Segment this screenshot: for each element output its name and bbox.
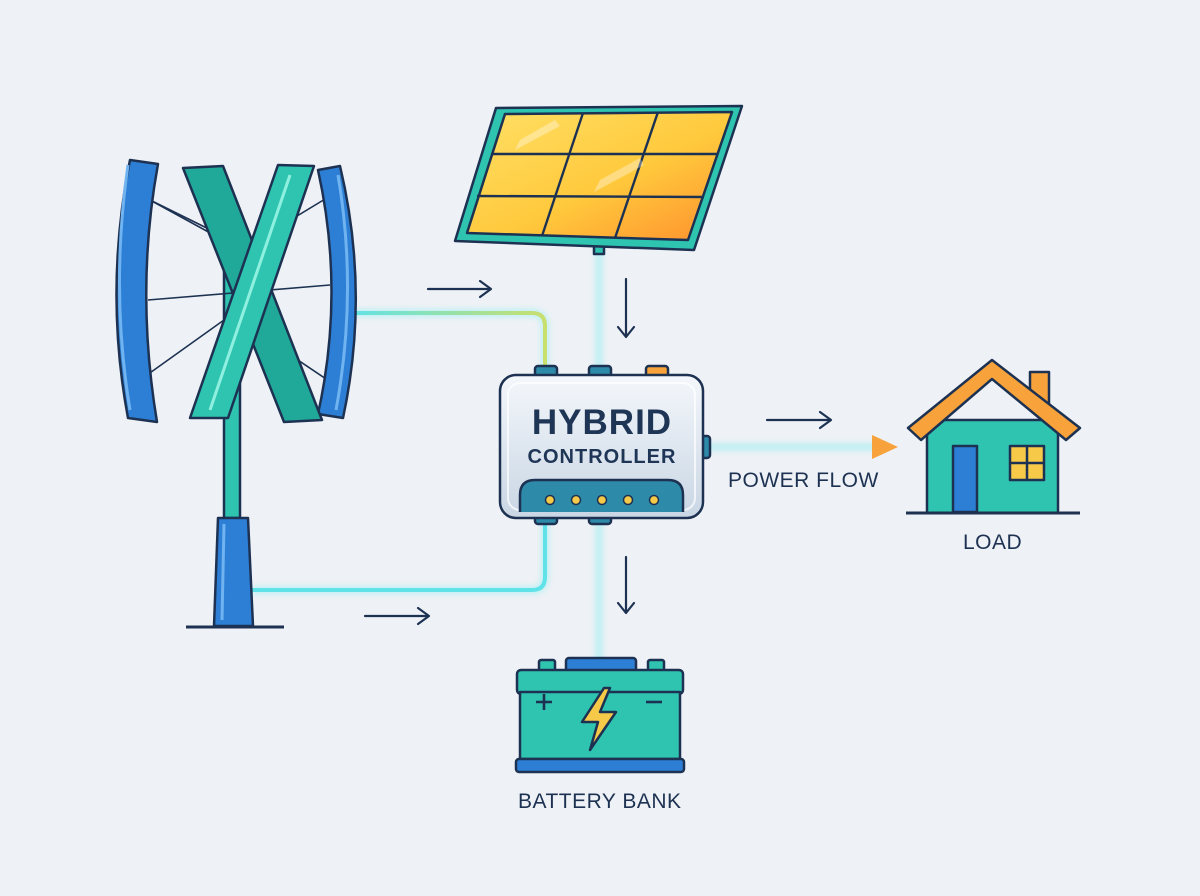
arrow-right-icon (765, 410, 833, 430)
solar-panel-icon (453, 104, 744, 256)
load-arrowhead (872, 435, 898, 459)
controller-subtitle: CONTROLLER (527, 446, 677, 468)
wind-turbine-icon (115, 158, 358, 629)
load-label: LOAD (963, 531, 1023, 554)
controller-icon (498, 364, 712, 526)
lightning-bolt-icon (580, 686, 618, 752)
arrow-down-icon (616, 555, 636, 615)
direction-arrows (363, 277, 833, 626)
wind-base-to-controller-line (252, 518, 547, 592)
wind-to-controller-line (348, 311, 547, 370)
controller-title: HYBRID (531, 403, 673, 442)
arrow-right-icon (363, 606, 431, 626)
battery-bank-label: BATTERY BANK (518, 790, 682, 813)
connection-lines (252, 250, 898, 668)
house-icon (906, 358, 1082, 515)
arrow-down-icon (616, 277, 636, 339)
battery-icon (514, 656, 686, 774)
power-flow-label: POWER FLOW (728, 469, 879, 492)
arrow-right-icon (426, 279, 493, 299)
